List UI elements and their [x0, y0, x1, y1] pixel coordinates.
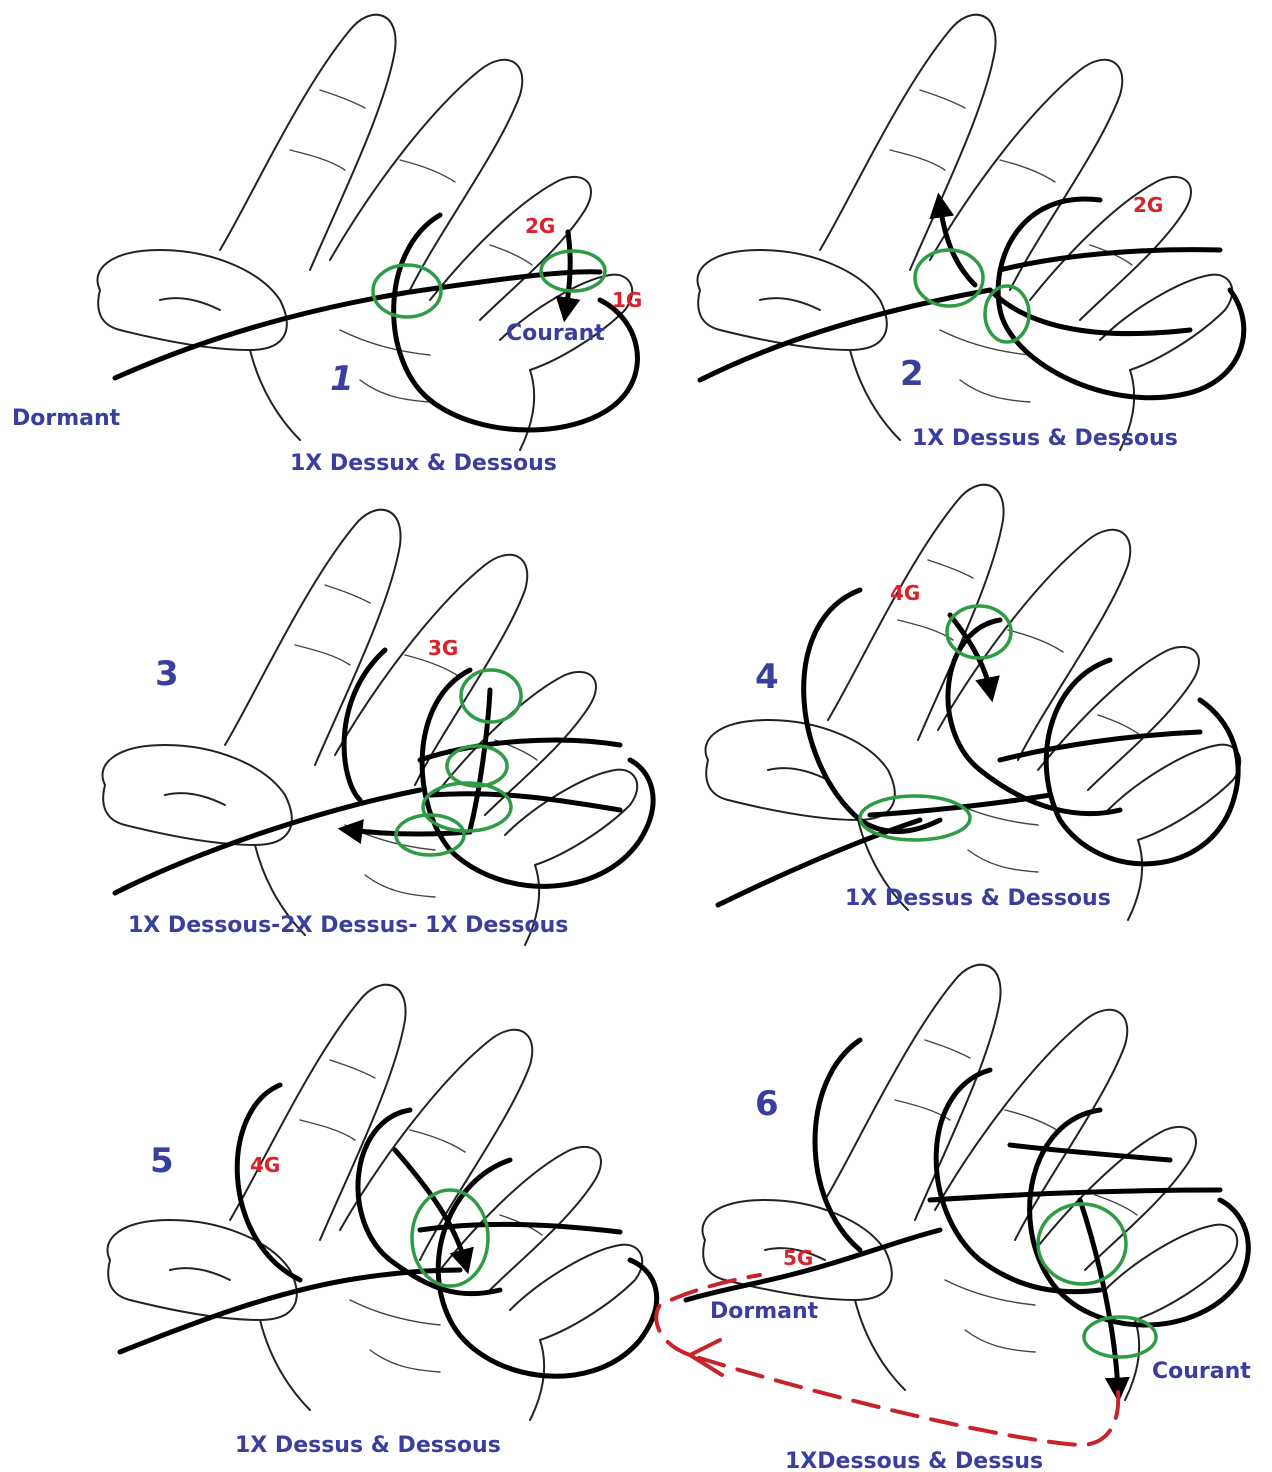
panel-1: 1 Dormant Courant 2G 1G 1X Dessux & Dess…	[12, 15, 642, 476]
step-number: 2	[900, 354, 924, 394]
step-number: 5	[150, 1141, 174, 1181]
step-number: 3	[155, 654, 179, 694]
rope-wrap	[1000, 250, 1220, 270]
rope-wrap	[344, 650, 385, 800]
panel-3: 3 3G 1X Dessous-2X Dessus- 1X Dessous	[103, 510, 654, 945]
rope-working-end	[470, 690, 490, 830]
rope-wrap	[990, 290, 1190, 334]
rope-standing-part	[115, 790, 420, 893]
rope-wrap	[430, 794, 620, 810]
rope-wrap	[438, 1160, 656, 1376]
transfer-arrowhead	[690, 1340, 722, 1375]
rope-working-end	[1080, 1200, 1118, 1390]
dormant-label: Dormant	[710, 1299, 819, 1324]
courant-label: Courant	[506, 321, 605, 346]
panel-5: 5 4G 1X Dessus & Dessous	[108, 985, 657, 1458]
crossing-ring	[947, 606, 1011, 658]
crossing-ring	[423, 783, 511, 831]
turn-label: 5G	[783, 1246, 813, 1270]
step-caption: 1X Dessous-2X Dessus- 1X Dessous	[128, 913, 568, 938]
turn-label: 2G	[1133, 193, 1163, 217]
turn-label: 2G	[525, 214, 555, 238]
rope-wrap	[998, 199, 1244, 398]
step-caption: 1X Dessus & Dessous	[912, 426, 1178, 451]
rope-wrap	[930, 1190, 1220, 1200]
panel-6: 6 5G Dormant Courant 1XDessous & Dessus	[686, 965, 1251, 1472]
dormant-label: Dormant	[12, 406, 121, 431]
step-number: 6	[755, 1084, 779, 1124]
rope-wrap	[422, 670, 653, 886]
turn-label: 1G	[612, 288, 642, 312]
rope-wrap	[1046, 660, 1238, 864]
courant-label: Courant	[1152, 1359, 1251, 1384]
step-caption: 1X Dessus & Dessous	[235, 1433, 501, 1458]
step-number: 4	[755, 657, 779, 697]
rope-wrap	[358, 1110, 500, 1294]
rope-wrap	[1010, 1145, 1170, 1160]
step-caption: 1X Dessux & Dessous	[290, 451, 557, 476]
turn-label: 4G	[890, 581, 920, 605]
panel-2: 2 2G 1X Dessus & Dessous	[698, 15, 1244, 451]
turn-label: 4G	[250, 1153, 280, 1177]
transfer-dashed-line	[690, 1355, 1118, 1445]
panel-4: 4 4G 1X Dessus & Dessous	[706, 485, 1241, 920]
rope-wrap	[936, 1070, 1100, 1292]
crossing-ring	[447, 746, 507, 786]
rope-working-end	[940, 205, 975, 285]
step-caption: 1X Dessus & Dessous	[845, 886, 1111, 911]
step-number: 1	[330, 359, 354, 399]
rope-wrap	[237, 1085, 300, 1280]
rope-wrap	[815, 1040, 860, 1250]
turn-label: 3G	[428, 636, 458, 660]
step-caption: 1XDessous & Dessus	[785, 1449, 1043, 1472]
